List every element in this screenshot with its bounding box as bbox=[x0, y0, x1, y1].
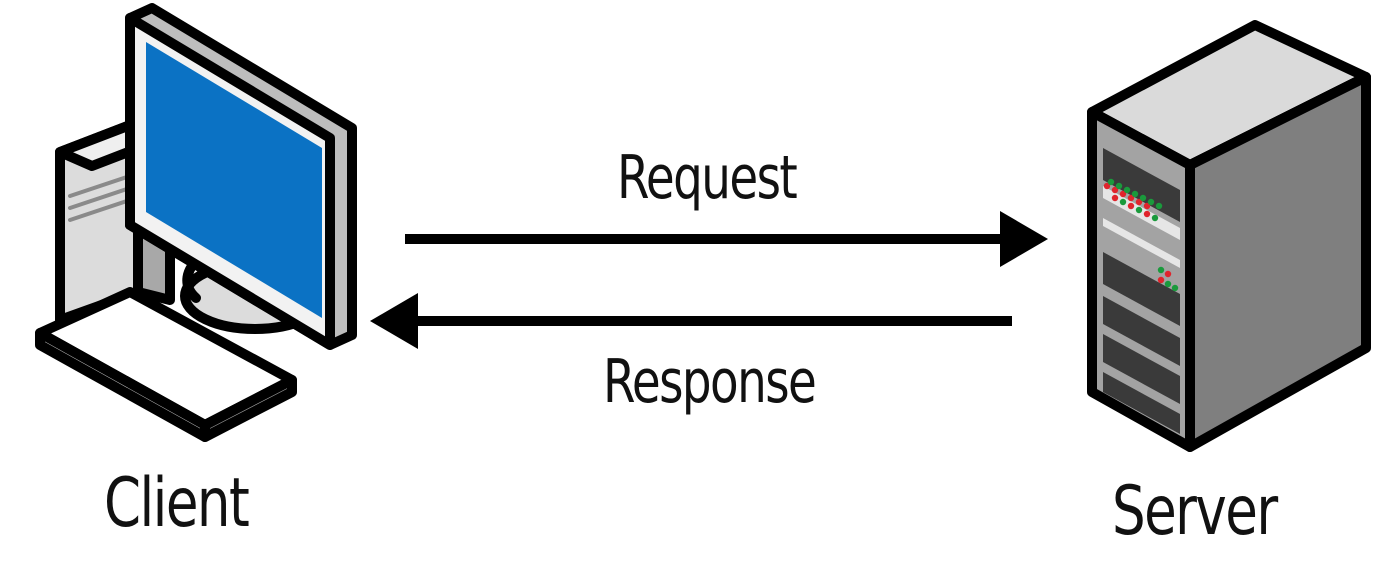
monitor-screen bbox=[146, 42, 322, 318]
response-label: Response bbox=[603, 347, 817, 417]
request-arrow bbox=[405, 211, 1048, 267]
tower-vents bbox=[68, 174, 132, 222]
keyboard bbox=[35, 287, 297, 442]
request-label: Request bbox=[617, 143, 798, 213]
desktop-computer-icon bbox=[35, 3, 357, 442]
client-label: Client bbox=[104, 464, 250, 543]
response-arrow bbox=[370, 293, 1012, 349]
server-status-leds bbox=[1103, 178, 1179, 292]
server-label: Server bbox=[1112, 472, 1278, 551]
